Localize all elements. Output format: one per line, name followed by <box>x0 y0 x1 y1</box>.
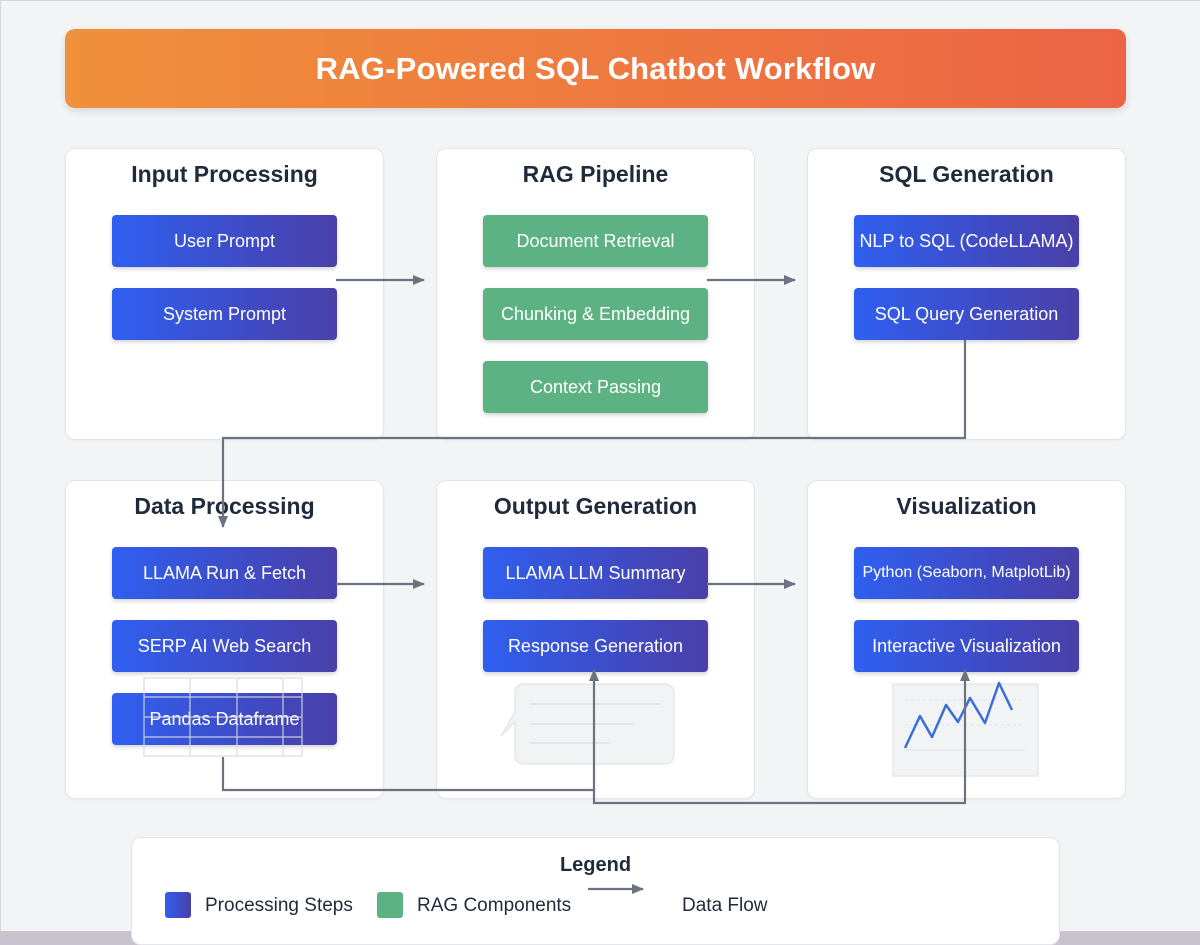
step-sql-query-generation: SQL Query Generation <box>854 288 1079 340</box>
legend-title: Legend <box>559 854 632 876</box>
step-interactive-visualization: Interactive Visualization <box>854 620 1079 672</box>
section-title: Output Generation <box>493 493 698 519</box>
section-title: RAG Pipeline <box>522 161 669 187</box>
step-python-seaborn: Python (Seaborn, MatplotLib) <box>854 547 1079 599</box>
step-chunking-embedding: Chunking & Embedding <box>483 288 708 340</box>
step-user-prompt: User Prompt <box>112 215 337 267</box>
section-title: Data Processing <box>134 493 315 519</box>
legend-label-rag: RAG Components <box>417 895 572 916</box>
title-banner: RAG-Powered SQL Chatbot Workflow <box>65 29 1126 108</box>
diagram-title: RAG-Powered SQL Chatbot Workflow <box>315 50 876 86</box>
section-data-processing: Data Processing LLAMA Run & Fetch SERP A… <box>65 480 384 799</box>
legend-swatch-rag <box>377 892 403 918</box>
section-input-processing: Input Processing User Prompt System Prom… <box>65 148 384 440</box>
step-llama-run-fetch: LLAMA Run & Fetch <box>112 547 337 599</box>
step-document-retrieval: Document Retrieval <box>483 215 708 267</box>
section-title: Visualization <box>896 493 1037 519</box>
step-llama-llm-summary: LLAMA LLM Summary <box>483 547 708 599</box>
step-nlp-to-sql: NLP to SQL (CodeLLAMA) <box>854 215 1079 267</box>
legend: Legend Processing Steps RAG Components D… <box>131 837 1060 945</box>
section-visualization: Visualization Python (Seaborn, MatplotLi… <box>807 480 1126 799</box>
section-rag-pipeline: RAG Pipeline Document Retrieval Chunking… <box>436 148 755 440</box>
step-response-generation: Response Generation <box>483 620 708 672</box>
section-title: Input Processing <box>131 161 318 187</box>
legend-label-flow: Data Flow <box>682 895 768 916</box>
step-system-prompt: System Prompt <box>112 288 337 340</box>
legend-label-processing: Processing Steps <box>205 895 353 916</box>
step-serp-web-search: SERP AI Web Search <box>112 620 337 672</box>
step-context-passing: Context Passing <box>483 361 708 413</box>
section-sql-generation: SQL Generation NLP to SQL (CodeLLAMA) SQ… <box>807 148 1126 440</box>
section-title: SQL Generation <box>879 161 1054 187</box>
step-pandas-dataframe: Pandas Dataframe <box>112 693 337 745</box>
legend-swatch-processing <box>165 892 191 918</box>
section-output-generation: Output Generation LLAMA LLM Summary Resp… <box>436 480 755 799</box>
